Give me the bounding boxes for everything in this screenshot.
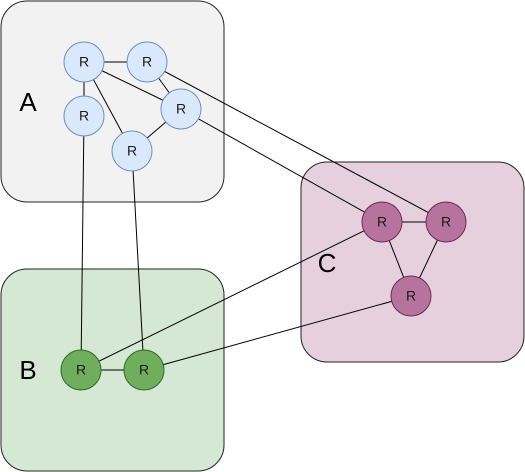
router-node-label: R xyxy=(377,214,387,230)
router-node-label: R xyxy=(142,54,152,70)
router-node-label: R xyxy=(406,288,416,304)
router-node-a2[interactable]: R xyxy=(126,41,168,83)
router-node-a4[interactable]: R xyxy=(160,88,202,130)
router-node-circle xyxy=(123,349,165,391)
router-node-circle xyxy=(126,41,168,83)
router-node-a1[interactable]: R xyxy=(63,41,105,83)
router-node-a5[interactable]: R xyxy=(111,130,153,172)
router-node-c1[interactable]: R xyxy=(361,201,403,243)
nodes-layer: R R R R R R R R R R xyxy=(60,41,467,391)
edge-b1-c1 xyxy=(80,221,383,371)
edge-a5-b2 xyxy=(131,150,145,371)
router-node-label: R xyxy=(76,362,86,378)
edge-a3-b1 xyxy=(80,115,85,371)
router-node-circle xyxy=(425,201,467,243)
router-node-b1[interactable]: R xyxy=(60,349,102,391)
edge-a4-c1 xyxy=(180,108,383,223)
router-node-circle xyxy=(111,130,153,172)
group-label-c: C xyxy=(318,248,337,278)
router-node-label: R xyxy=(79,54,89,70)
router-node-label: R xyxy=(79,108,89,124)
router-node-circle xyxy=(390,275,432,317)
group-label-b: B xyxy=(19,355,36,385)
router-node-b2[interactable]: R xyxy=(123,349,165,391)
edge-b2-c3 xyxy=(143,295,412,371)
router-node-label: R xyxy=(176,101,186,117)
router-node-circle xyxy=(361,201,403,243)
group-label-a: A xyxy=(19,87,37,117)
router-node-circle xyxy=(160,88,202,130)
router-node-c3[interactable]: R xyxy=(390,275,432,317)
router-node-label: R xyxy=(127,143,137,159)
edge-a2-c2 xyxy=(146,61,447,223)
router-node-circle xyxy=(60,349,102,391)
router-node-label: R xyxy=(441,214,451,230)
router-node-c2[interactable]: R xyxy=(425,201,467,243)
router-node-a3[interactable]: R xyxy=(63,95,105,137)
router-node-circle xyxy=(63,95,105,137)
router-node-circle xyxy=(63,41,105,83)
router-node-label: R xyxy=(139,362,149,378)
group-box-a xyxy=(0,0,225,203)
